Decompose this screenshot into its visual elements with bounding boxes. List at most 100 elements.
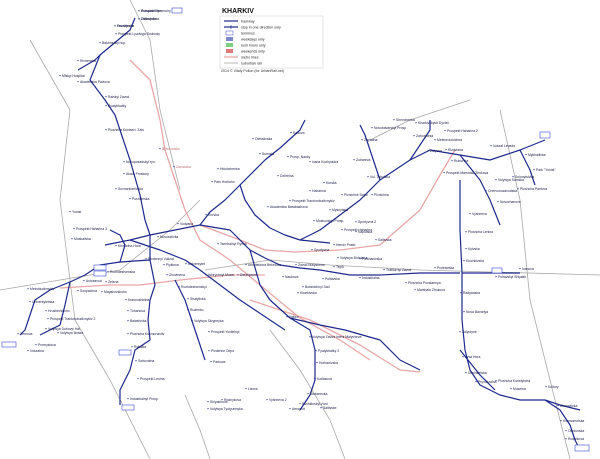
- station-label: Industrialna: [362, 276, 380, 280]
- station-label: Pryvokzalna: [478, 380, 497, 384]
- station-label: Arkhitektora Beketova: [248, 263, 281, 267]
- station-label: Hlushchenka: [220, 167, 240, 171]
- station-label: Obolonska: [568, 429, 584, 433]
- station-label: Avtozavod: [86, 279, 102, 283]
- station-label: Prosp. Nauky: [290, 155, 311, 159]
- station-label: Alekseevka: [310, 392, 327, 396]
- legend-rush-hours: rush hours only: [241, 43, 266, 47]
- legend-weekends: weekends only: [241, 49, 265, 53]
- station-label: Ivanova: [522, 267, 534, 271]
- station-label: Universytetska: [32, 300, 54, 304]
- metro-lines: [59, 59, 456, 373]
- station-label: Zelena: [108, 280, 118, 284]
- station-label: Meteorolohichna: [437, 138, 462, 142]
- station-label: Tuhanova: [130, 309, 145, 313]
- station-label: Aeroport: [292, 407, 305, 411]
- station-label: Vodyana: [180, 222, 193, 226]
- station-label: Prospekt Peremohy: [141, 9, 171, 13]
- station-label: Poltavskyi Shlyakh: [498, 275, 526, 279]
- station-label: Zernova: [20, 332, 33, 336]
- station-label: Miskyi Hospital: [62, 74, 85, 78]
- station-label: Kharkivskykh Dyvizii: [418, 121, 449, 125]
- map-title: KHARKIV: [222, 8, 254, 15]
- station-label: Kultury: [548, 385, 559, 389]
- station-label: Marshala Zhukova: [417, 288, 445, 292]
- station-label: Radyanska: [463, 291, 480, 295]
- station-label: Rizdviana: [448, 148, 463, 152]
- station-label: Prospekt Haharina 2: [447, 129, 478, 133]
- station-label: Vulytsya Tyutyunnyka: [210, 407, 243, 411]
- station-label: Rubizhna: [454, 159, 468, 163]
- station-label: Poltavska: [325, 277, 340, 281]
- station-label: Ploshcha Lenina: [468, 230, 493, 234]
- station-label: Saltivske: [323, 406, 337, 410]
- station-label: Zalyutyne: [462, 330, 477, 334]
- station-label: Metrobudivnykiv: [30, 287, 55, 291]
- station-label: Pivdennyi Vokzal: [148, 257, 174, 261]
- station-label: Pivdenne Depo: [211, 349, 234, 353]
- station-label: Shlyakhova: [210, 400, 228, 404]
- station-label: Pyatykhatky 2: [318, 349, 339, 353]
- station-label: Saltivska: [378, 238, 392, 242]
- station-label: Chervonozavodska: [488, 189, 517, 193]
- station-label: Raiskyi Zavod: [108, 95, 129, 99]
- station-label: Zahorodnia: [416, 134, 433, 138]
- station-label: Oleksiivska: [255, 137, 272, 141]
- station-label: Sumska: [262, 152, 274, 156]
- station-label: Prospekt Traktorobudivnykiv 2: [50, 317, 96, 321]
- station-label: Plekhanivska: [362, 257, 382, 261]
- station-label: Sportyvna: [314, 248, 329, 252]
- station-label: Rivnenska: [80, 59, 96, 63]
- station-label: Vyshneva 2: [269, 398, 287, 402]
- station-label: Akad. Proskury: [126, 172, 149, 176]
- station-label: Vul. Tobolska: [370, 175, 390, 179]
- station-label: Avtostantsiya: [141, 9, 161, 13]
- station-label: Pushkinska: [132, 197, 149, 201]
- station-label: Prospekt Yuvileinyi: [211, 330, 240, 334]
- station-label: Ploshcha Konstytutsii: [498, 379, 530, 383]
- station-label: Levadinska: [117, 24, 134, 28]
- station-label: Universytet: [188, 262, 205, 266]
- map-credit: 2014 © Vitaly Pollon (for UrbanRail.net): [221, 69, 284, 73]
- station-label: Pyatykhatky: [108, 104, 127, 108]
- station-label: Lysa Hora: [465, 355, 480, 359]
- station-label: Novobavarskyi Prosp.: [374, 126, 407, 130]
- station-label: Sovnarkomivska: [118, 187, 143, 191]
- station-label: Ploshcha Pavlova: [520, 187, 547, 191]
- station-label: Zavodska: [176, 165, 191, 169]
- tram-lines: [19, 17, 581, 451]
- station-label: Krasnoshkilna: [128, 298, 149, 302]
- station-label: Industrialnyi Prosp.: [130, 397, 159, 401]
- station-label: Moskovskyi Prosp.: [316, 219, 344, 223]
- station-label: Zaliznychna: [141, 17, 159, 21]
- station-label: Haharina: [312, 189, 326, 193]
- station-label: Zhovtneva: [169, 273, 185, 277]
- station-label: Kotlasova: [317, 377, 332, 381]
- station-label: Pruzhynna: [117, 24, 133, 28]
- station-label: Muzeina: [513, 387, 526, 391]
- station-label: Mayakovskoho: [104, 290, 127, 294]
- station-label: Tsentralnyi Rynok: [220, 242, 247, 246]
- station-label: Prospekt Tractorobudivnykiv: [292, 199, 335, 203]
- station-label: Novoselivka: [160, 235, 178, 239]
- station-label: Solonytsivka: [515, 175, 534, 179]
- station-label: Sonyachna: [80, 289, 97, 293]
- station-label: Oleksiivka: [141, 17, 157, 21]
- station-label: Tsyrk: [336, 265, 344, 269]
- legend-rail: suburban rail: [241, 61, 262, 65]
- terminus-markers: [1, 7, 590, 452]
- station-label: Rodnikova: [568, 437, 584, 441]
- station-label: Ploshcha Kontsert. Zalu: [108, 128, 144, 132]
- station-labels: Prospekt PeremohyOleksiivkaPruzhynnaPros…: [20, 9, 584, 441]
- station-label: Klochkivska: [466, 259, 484, 263]
- station-label: Park Horkoho: [214, 180, 235, 184]
- station-label: Kin'ska: [208, 213, 219, 217]
- station-label: Shevchenka: [396, 118, 415, 122]
- station-label: Zubareva: [356, 158, 370, 162]
- station-label: Dovhaletska: [468, 371, 487, 375]
- station-label: Rodnykova: [224, 398, 241, 402]
- station-label: Vokzalna: [30, 349, 44, 353]
- legend-tramway: tramway: [241, 19, 255, 23]
- station-label: Ploshcha Kosmonavtiv: [130, 332, 165, 336]
